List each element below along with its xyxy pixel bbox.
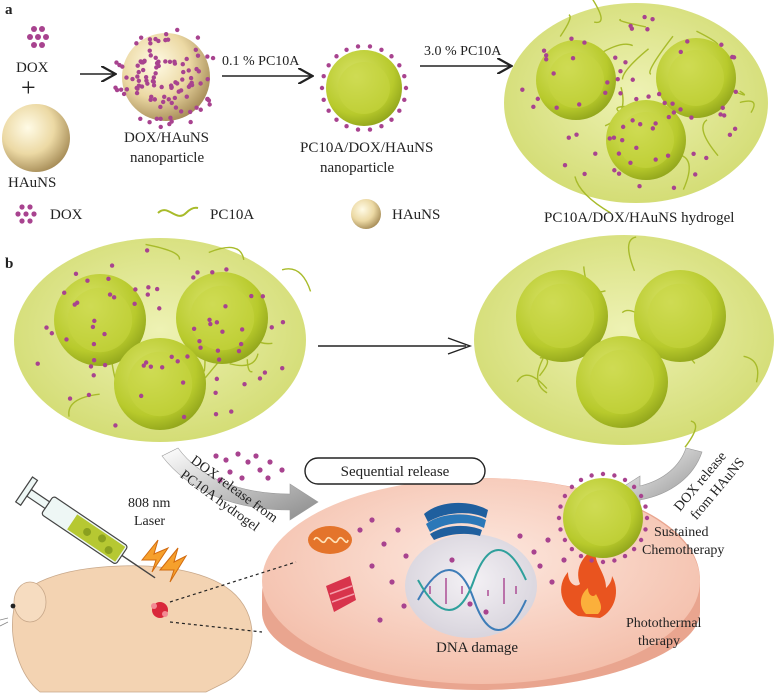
step2-label: 3.0 % PC10A	[424, 44, 502, 59]
released-dox-dots	[213, 451, 285, 483]
tumor-icon	[151, 602, 168, 618]
step1-label: 0.1 % PC10A	[222, 54, 300, 69]
laser-line2: Laser	[134, 514, 165, 529]
dna-damage-label: DNA damage	[436, 640, 518, 656]
laser-bolt-icon-2	[158, 547, 188, 583]
legend-pc10a-icon	[157, 206, 199, 217]
panel-a-label: a	[5, 2, 13, 18]
release-arrow-left	[161, 447, 319, 521]
transition-arrowhead	[447, 337, 473, 355]
legend-pc10a-label: PC10A	[210, 207, 254, 223]
laser-bolt-icon	[140, 539, 170, 573]
syringe-icon	[14, 476, 156, 579]
particle1-line2: nanoparticle	[130, 150, 204, 166]
hydrogel-b-left	[14, 238, 312, 442]
mouse-illustration	[0, 565, 253, 693]
photothermal-line2: therapy	[638, 634, 680, 649]
dox-label: DOX	[16, 60, 49, 76]
tissue-dox-dots	[357, 517, 567, 623]
sustained-nanoparticle	[556, 471, 650, 565]
sequential-release-badge	[304, 457, 486, 485]
fire-icon	[561, 548, 616, 618]
endoplasmic-reticulum-icon	[326, 576, 356, 612]
hauns-sphere-icon	[2, 104, 70, 172]
sustained-line2: Chemotherapy	[642, 543, 724, 558]
particle2-line2: nanoparticle	[320, 160, 394, 176]
dox-dots-icon	[27, 26, 49, 48]
hydrogel-b-right	[474, 235, 774, 448]
legend-hauns-icon	[351, 199, 381, 229]
hauns-label: HAuNS	[8, 175, 56, 191]
zoom-line-top	[169, 561, 297, 603]
dox-hauns-nanoparticle	[113, 27, 216, 130]
photothermal-line1: Photothermal	[626, 616, 702, 631]
particle2-line1: PC10A/DOX/HAuNS	[300, 140, 433, 156]
particle1-line1: DOX/HAuNS	[124, 130, 209, 146]
legend-hauns-label: HAuNS	[392, 207, 440, 223]
laser-line1: 808 nm	[128, 496, 171, 511]
hydrogel-label: PC10A/DOX/HAuNS hydrogel	[544, 210, 734, 226]
panel-b-label: b	[5, 256, 13, 272]
legend-dox-icon	[15, 204, 37, 224]
plus-sign: +	[21, 73, 36, 102]
legend-dox-label: DOX	[50, 207, 83, 223]
golgi-icon	[424, 502, 488, 540]
dna-helix-icon	[417, 549, 527, 631]
sustained-line1: Sustained	[654, 525, 708, 540]
mitochondria-icon	[308, 526, 352, 554]
sequential-release-label: Sequential release	[341, 464, 450, 480]
coated-nanoparticle	[319, 44, 409, 132]
hydrogel-a	[504, 0, 768, 214]
